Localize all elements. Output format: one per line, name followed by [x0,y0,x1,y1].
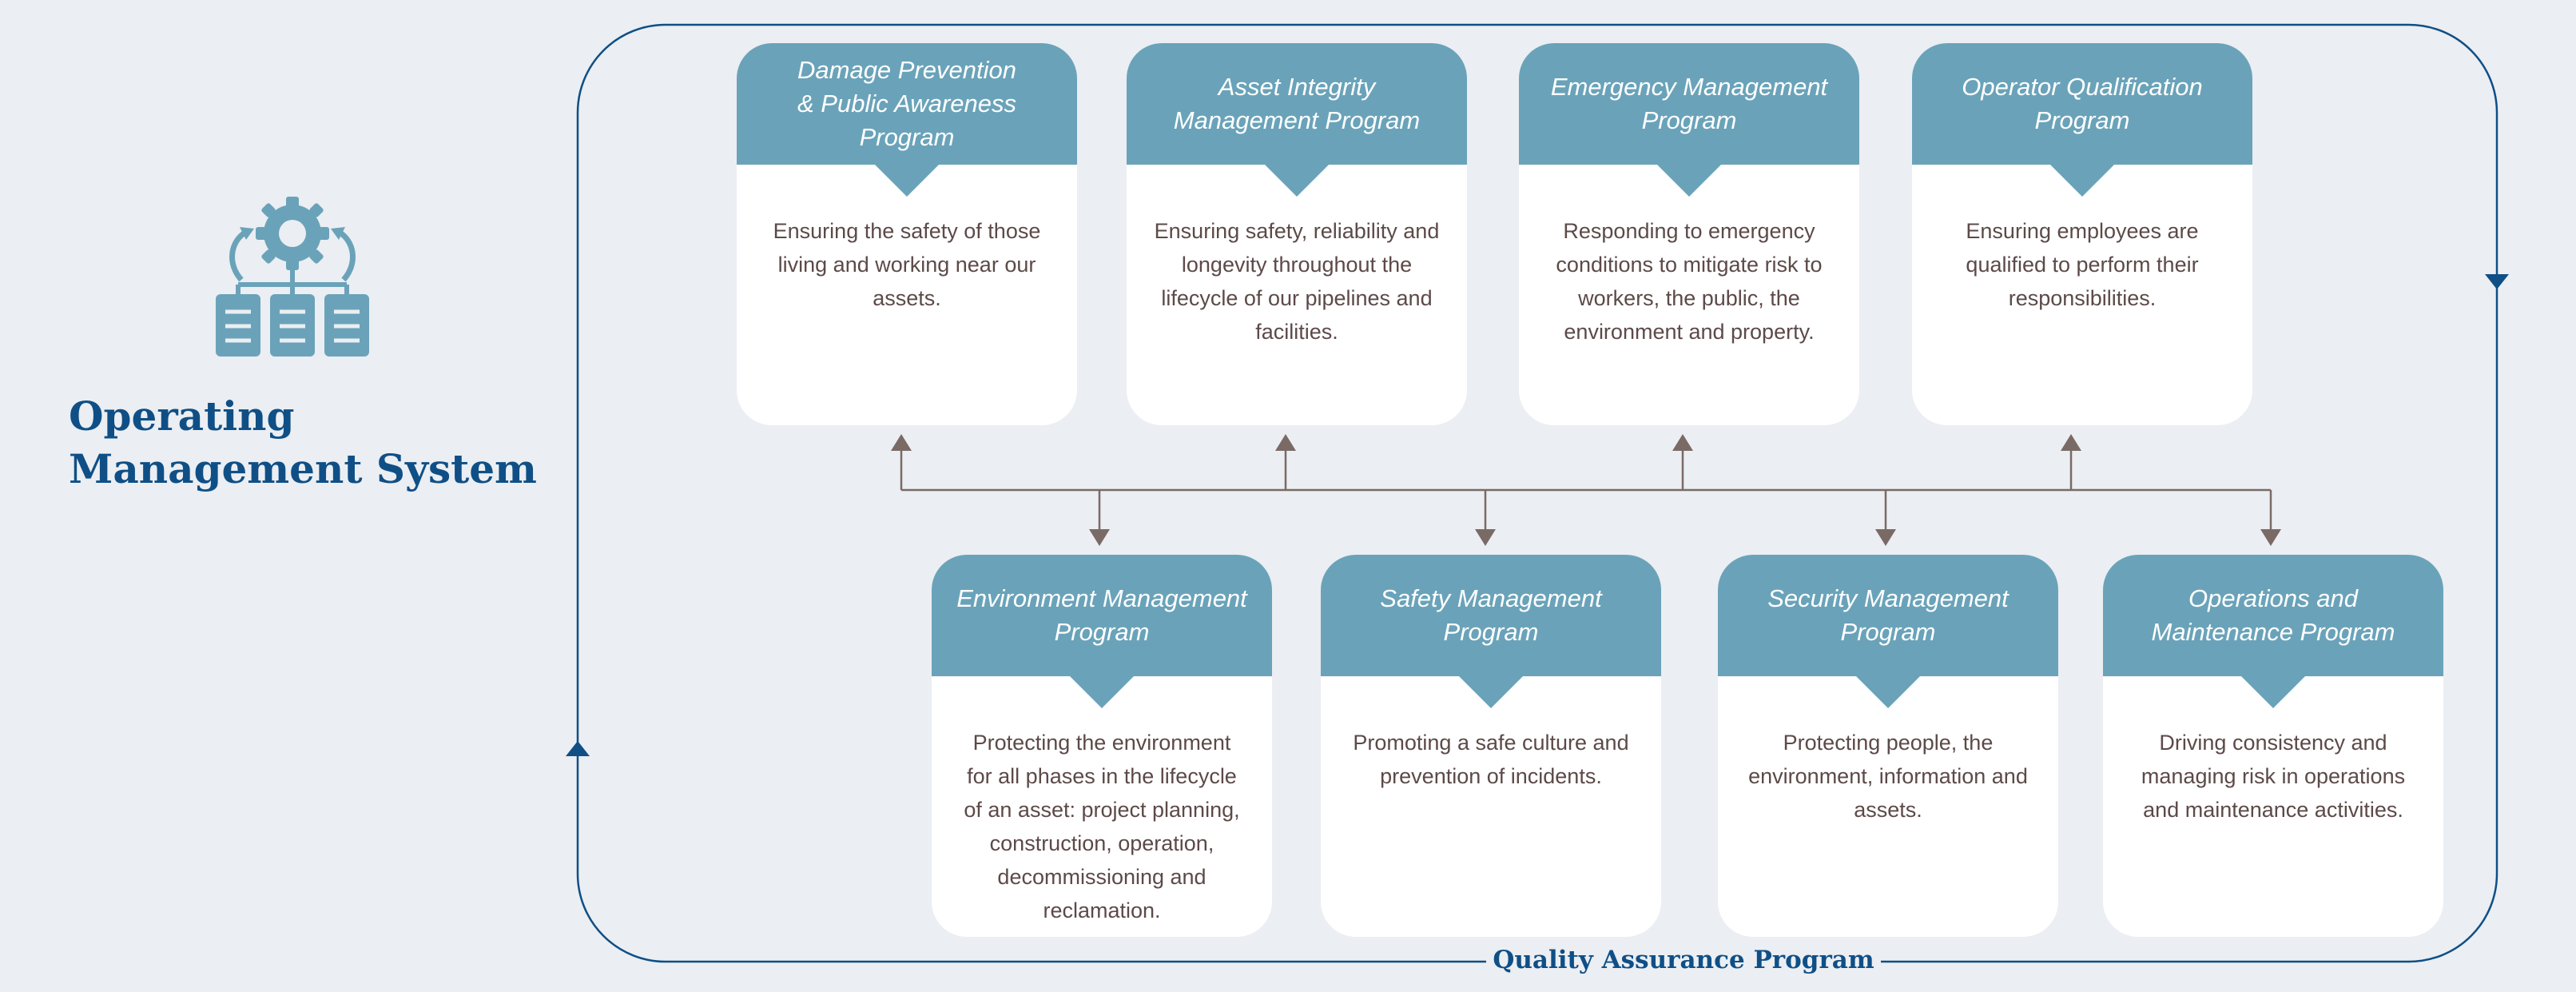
arrow-down [2260,529,2281,546]
program-card-environment-management: Environment Management Program Protectin… [932,555,1272,937]
program-card-title: Operator Qualification Program [1912,43,2252,197]
program-card-description: Protecting the environment for all phase… [964,731,1240,922]
program-card-title: Emergency Management Program [1519,43,1859,197]
arrow-down [1475,529,1496,546]
arrow-down [1089,529,1110,546]
arrow-up [1672,434,1693,451]
quality-assurance-label: Quality Assurance Program [1486,940,1881,980]
program-card-title: Asset Integrity Management Program [1127,43,1467,197]
page-title: Operating Management System [69,392,537,492]
program-card-title: Environment Management Program [932,555,1272,708]
loop-arrow-left [566,741,590,756]
program-card-emergency-management: Emergency Management Program Responding … [1519,43,1859,425]
program-card-title: Damage Prevention & Public Awareness Pro… [737,43,1077,197]
program-card-security-management: Security Management Program Protecting p… [1718,555,2058,937]
program-card-description: Promoting a safe culture and prevention … [1353,731,1629,788]
program-card-safety-management: Safety Management Program Promoting a sa… [1321,555,1661,937]
program-card-title: Safety Management Program [1321,555,1661,708]
program-card-description: Protecting people, the environment, info… [1748,731,2028,822]
program-card-description: Ensuring the safety of those living and … [773,219,1041,310]
program-card-title: Security Management Program [1718,555,2058,708]
arrow-up [891,434,912,451]
program-card-description: Ensuring employees are qualified to perf… [1966,219,2199,310]
program-card-description: Responding to emergency conditions to mi… [1556,219,1823,344]
program-card-asset-integrity: Asset Integrity Management Program Ensur… [1127,43,1467,425]
program-card-description: Driving consistency and managing risk in… [2141,731,2406,822]
arrow-up [1275,434,1296,451]
arrow-down [1875,529,1896,546]
program-card-operator-qualification: Operator Qualification Program Ensuring … [1912,43,2252,425]
loop-arrow-right [2485,274,2509,289]
program-card-operations-maintenance: Operations and Maintenance Program Drivi… [2103,555,2443,937]
program-card-title: Operations and Maintenance Program [2103,555,2443,708]
gear-with-documents-icon [216,197,369,357]
program-card-damage-prevention: Damage Prevention & Public Awareness Pro… [737,43,1077,425]
arrow-up [2061,434,2081,451]
program-card-description: Ensuring safety, reliability and longevi… [1154,219,1440,344]
